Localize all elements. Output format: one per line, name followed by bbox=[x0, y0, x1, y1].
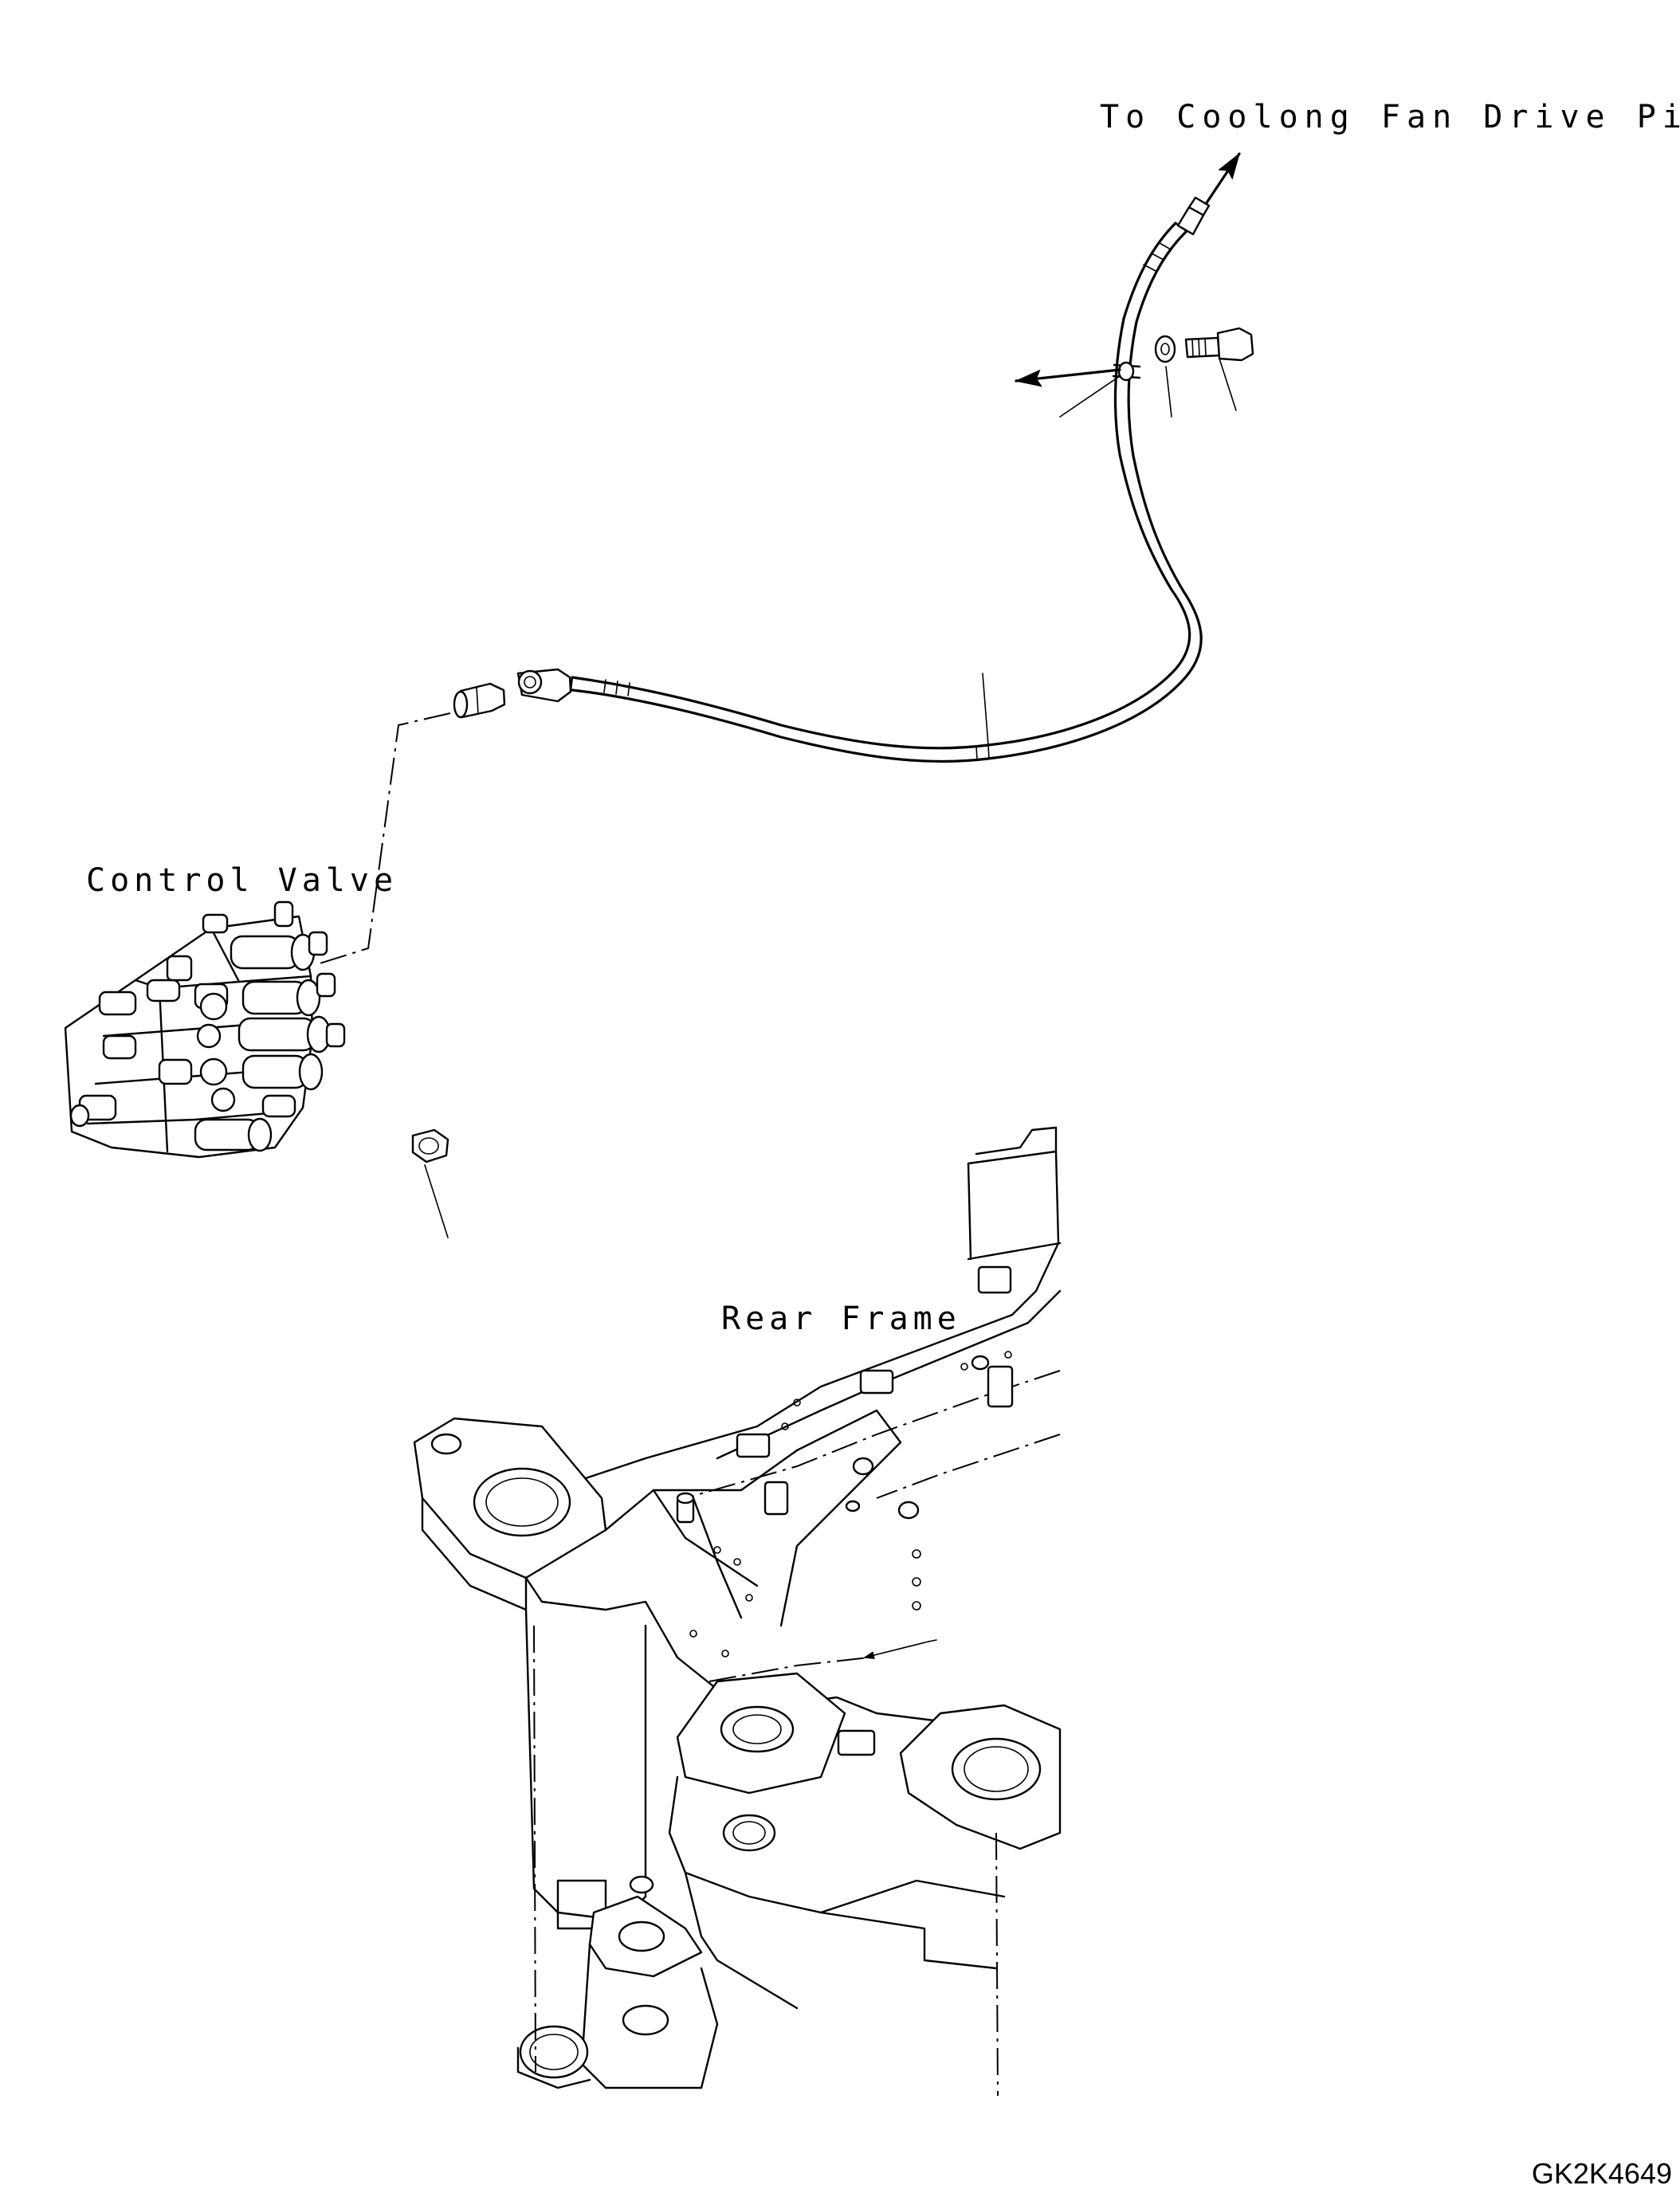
drawing-code: GK2K4649 bbox=[1532, 2157, 1672, 2190]
control-valve bbox=[64, 900, 346, 1159]
control-valve-label: Control Valve bbox=[86, 862, 398, 899]
routing-dash-line bbox=[316, 712, 451, 965]
rear-frame-label: Rear Frame bbox=[721, 1301, 961, 1337]
cooling-fan-piping-label: To Coolong Fan Drive Piping bbox=[1100, 99, 1680, 135]
washer bbox=[1154, 335, 1176, 363]
part-leader-lines bbox=[424, 358, 1237, 1238]
connector-nut bbox=[411, 1128, 449, 1163]
hydraulic-hose bbox=[516, 196, 1211, 763]
mounting-bolt bbox=[1184, 327, 1254, 362]
adapter-fitting bbox=[453, 682, 506, 719]
rear-frame bbox=[413, 1126, 1062, 2097]
clamp-direction-arrow bbox=[1015, 368, 1121, 387]
